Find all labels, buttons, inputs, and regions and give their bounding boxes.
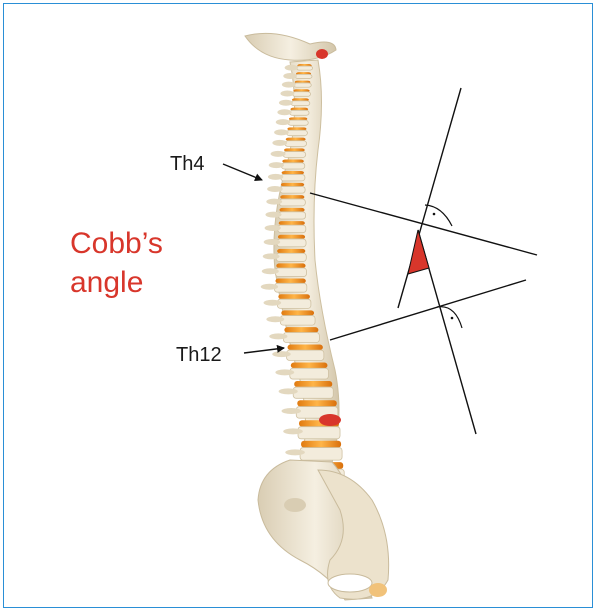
spinous-process (282, 408, 301, 414)
intervertebral-disc (282, 171, 304, 174)
intervertebral-disc (282, 159, 303, 162)
vertebral-body (289, 110, 309, 115)
vertebral-body (291, 101, 310, 106)
vertebral-body (298, 427, 340, 439)
spinous-process (266, 199, 282, 205)
vertebral-body (277, 299, 311, 308)
vertebral-body (293, 387, 333, 398)
intervertebral-disc (301, 441, 341, 448)
spinous-process (269, 162, 284, 168)
intervertebral-disc (288, 345, 323, 351)
vertebral-body (280, 316, 315, 326)
spinous-process (262, 268, 279, 274)
spinous-process (261, 284, 278, 290)
intervertebral-disc (291, 362, 328, 368)
intervertebral-disc (284, 148, 305, 151)
th12-annotation: Th12 (176, 344, 284, 366)
spinous-process (279, 388, 298, 394)
vertebral-body (292, 92, 310, 97)
vertebral-body (300, 448, 342, 461)
th4-label: Th4 (170, 153, 204, 175)
spinous-process (277, 109, 291, 115)
spinous-process (275, 369, 294, 375)
spinous-process (264, 239, 281, 245)
intervertebral-disc (276, 263, 305, 268)
vertebral-body (274, 283, 306, 292)
spinous-process (274, 129, 289, 135)
vertebral-body (283, 152, 306, 158)
upper-endplate-line (310, 193, 537, 255)
spinous-process (268, 174, 283, 180)
intervertebral-disc (279, 221, 305, 225)
title-line-2: angle (70, 266, 143, 299)
intervertebral-disc (278, 235, 305, 239)
vertebral-body (277, 239, 306, 247)
intervertebral-disc (294, 381, 332, 387)
vertebral-body (280, 186, 305, 193)
th4-annotation: Th4 (170, 153, 262, 180)
spinous-process (272, 140, 287, 146)
highlighted-disc (319, 414, 341, 426)
cobb-angle-wedge (408, 230, 429, 274)
vertebral-body (290, 368, 329, 379)
spinous-process (267, 186, 283, 192)
intervertebral-disc (286, 138, 306, 141)
vertebral-body (281, 174, 305, 180)
spinous-process (279, 100, 293, 106)
vertebral-body (288, 120, 308, 125)
spinous-process (285, 65, 298, 71)
spinous-process (264, 300, 282, 306)
vertebral-body (285, 141, 307, 147)
intervertebral-disc (275, 279, 305, 284)
spinous-process (282, 82, 296, 88)
spinous-process (271, 151, 286, 157)
vertebral-body (295, 74, 312, 78)
title-line-1: Cobb’s (70, 227, 163, 260)
intervertebral-disc (281, 183, 304, 187)
spine-model-illustration (245, 33, 389, 600)
spinous-process (280, 90, 294, 96)
spinous-process (283, 428, 303, 434)
th12-label: Th12 (176, 344, 222, 366)
vertebral-body (286, 130, 307, 135)
intervertebral-disc (281, 310, 314, 315)
intervertebral-disc (279, 208, 304, 212)
vertebral-body (294, 83, 312, 87)
vertebral-body (275, 268, 306, 277)
lower-endplate-line (330, 280, 526, 340)
intervertebral-disc (280, 195, 304, 199)
intervertebral-disc (297, 400, 337, 406)
vertebral-body (281, 163, 304, 169)
intervertebral-disc (278, 294, 310, 299)
vertebral-body (296, 66, 312, 70)
th4-arrow (223, 164, 262, 180)
spinous-process (269, 333, 287, 339)
spinous-process (272, 351, 290, 357)
upper-right-angle-arc (425, 205, 452, 226)
spinous-process (276, 119, 290, 125)
vertebral-body (287, 350, 324, 360)
intervertebral-disc (277, 249, 305, 253)
vertebral-body (278, 225, 306, 233)
spinous-process (285, 449, 305, 455)
spinous-process (283, 73, 297, 79)
vertebral-body (279, 199, 305, 206)
vertebral-body (278, 212, 305, 219)
spinous-process (266, 316, 284, 322)
spinous-process (265, 225, 281, 231)
spinous-process (265, 212, 281, 218)
upper-perpendicular-line (398, 88, 461, 308)
intervertebral-disc (284, 327, 318, 332)
vertebral-body (276, 253, 306, 261)
spinous-process (263, 253, 280, 259)
vertebral-body (283, 333, 319, 343)
